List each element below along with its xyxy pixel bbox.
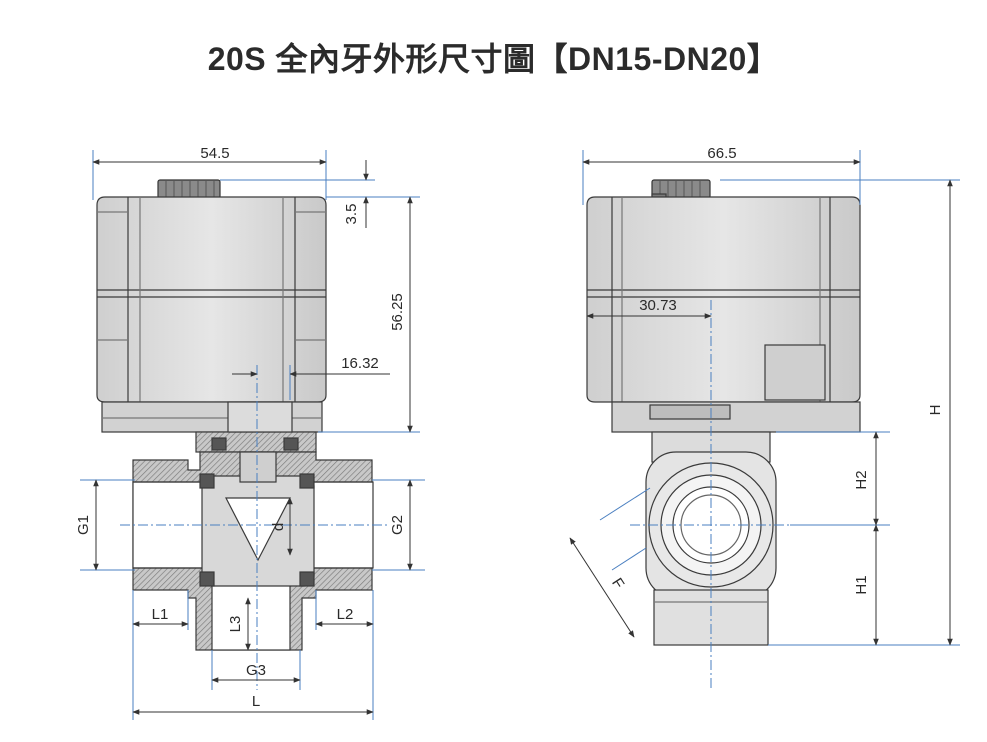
page-title: 20S 全內牙外形尺寸圖【DN15-DN20】 <box>207 41 780 77</box>
side-view <box>586 179 861 646</box>
dim-front-width: 54.5 <box>200 145 229 162</box>
label-h: H <box>927 405 944 416</box>
dim-front-height: 56.25 <box>389 293 406 331</box>
dim-stem-offset: 16.32 <box>341 355 379 372</box>
label-l3: L3 <box>227 616 244 633</box>
label-g3: G3 <box>246 662 266 679</box>
side-bottom-port <box>653 589 769 646</box>
dim-knob-gap: 3.5 <box>343 204 360 225</box>
label-g1: G1 <box>75 515 92 535</box>
label-f: F <box>608 575 627 592</box>
label-l1: L1 <box>152 606 169 623</box>
label-g2: G2 <box>389 515 406 535</box>
label-l2: L2 <box>337 606 354 623</box>
knob <box>157 179 221 199</box>
dim-side-width: 66.5 <box>707 145 736 162</box>
label-l: L <box>252 693 260 710</box>
front-view <box>96 179 374 651</box>
label-d: d <box>270 523 287 531</box>
side-view-dimensions <box>569 150 960 690</box>
front-view-dimensions <box>80 150 425 720</box>
label-h1: H1 <box>853 575 870 594</box>
actuator-housing <box>96 196 327 403</box>
label-h2: H2 <box>853 470 870 489</box>
dim-side-offset: 30.73 <box>639 297 677 314</box>
